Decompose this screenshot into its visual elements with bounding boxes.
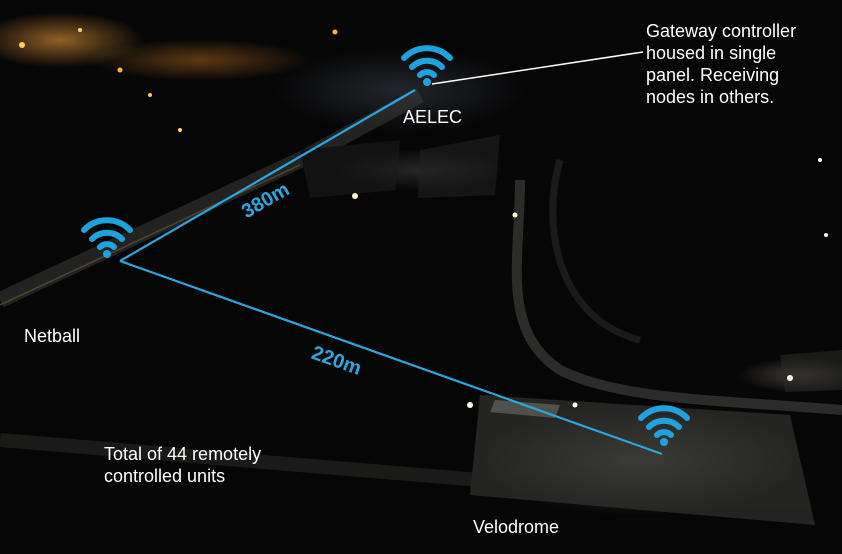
scenery-lights	[19, 28, 828, 408]
site-label-velodrome: Velodrome	[473, 517, 560, 537]
gateway-note-line-1: Gateway controller	[646, 21, 797, 41]
site-label-aelec: AELEC	[403, 107, 463, 127]
wifi-icon	[401, 45, 453, 86]
wifi-icon	[638, 405, 690, 446]
wifi-icon	[81, 217, 133, 258]
gateway-note: Gateway controller housed in single pane…	[646, 20, 796, 108]
gateway-note-line-4: nodes in others.	[646, 87, 775, 107]
scenery	[0, 87, 842, 525]
total-units-line-2: controlled units	[104, 466, 226, 486]
gateway-note-line-2: housed in single	[646, 43, 777, 63]
gateway-note-line-3: panel. Receiving	[646, 65, 780, 85]
link-aelec-netball	[119, 89, 416, 262]
gateway-callout-line	[431, 51, 644, 85]
site-label-netball: Netball	[24, 326, 81, 346]
total-units-note: Total of 44 remotely controlled units	[104, 443, 261, 487]
total-units-line-1: Total of 44 remotely	[104, 444, 262, 464]
link-netball-velodrome	[119, 259, 663, 456]
